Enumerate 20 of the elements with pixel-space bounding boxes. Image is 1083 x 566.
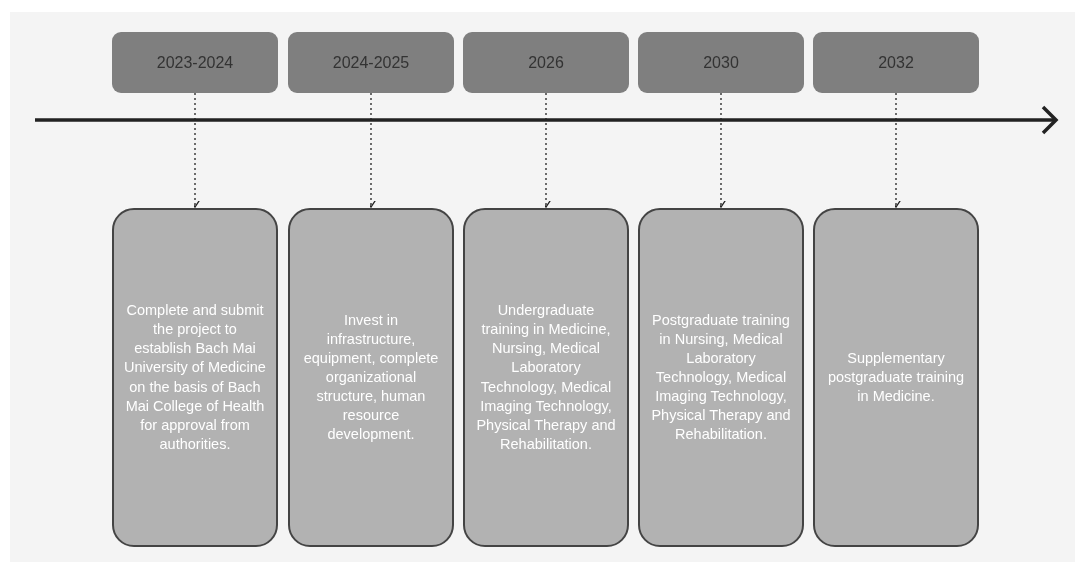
year-label: 2030 <box>703 53 739 72</box>
milestone-card <box>288 208 454 547</box>
milestone-text: Supplementary postgraduate training in Medicine. <box>826 348 966 407</box>
year-label: 2032 <box>878 53 914 72</box>
milestone-text: Undergraduate training in Medicine, Nursing, Medical Laboratory Technology, Medical Imaging Technology, Physical Therapy and Rehabilitation. <box>475 301 617 454</box>
year-box <box>288 32 454 93</box>
year-label: 2023-2024 <box>156 53 234 72</box>
year-box <box>813 32 979 93</box>
milestone-text: Complete and submit the project to establish Bach Mai University of Medicine on the basis of Bach Mai College of Health for approval from authorities. <box>124 301 266 454</box>
milestone-card <box>112 208 278 547</box>
milestone-text: Postgraduate training in Nursing, Medical Laboratory Technology, Medical Imaging Technology, Physical Therapy and Rehabilitation. <box>650 310 792 445</box>
year-box <box>112 32 278 93</box>
milestone-card <box>638 208 804 547</box>
year-box <box>638 32 804 93</box>
milestone-text: Invest in infrastructure, equipment, complete organizational structure, human resource development. <box>302 310 440 445</box>
year-label: 2024-2025 <box>332 53 410 72</box>
year-label: 2026 <box>528 53 564 72</box>
year-box <box>463 32 629 93</box>
milestone-card <box>463 208 629 547</box>
milestone-card <box>813 208 979 547</box>
